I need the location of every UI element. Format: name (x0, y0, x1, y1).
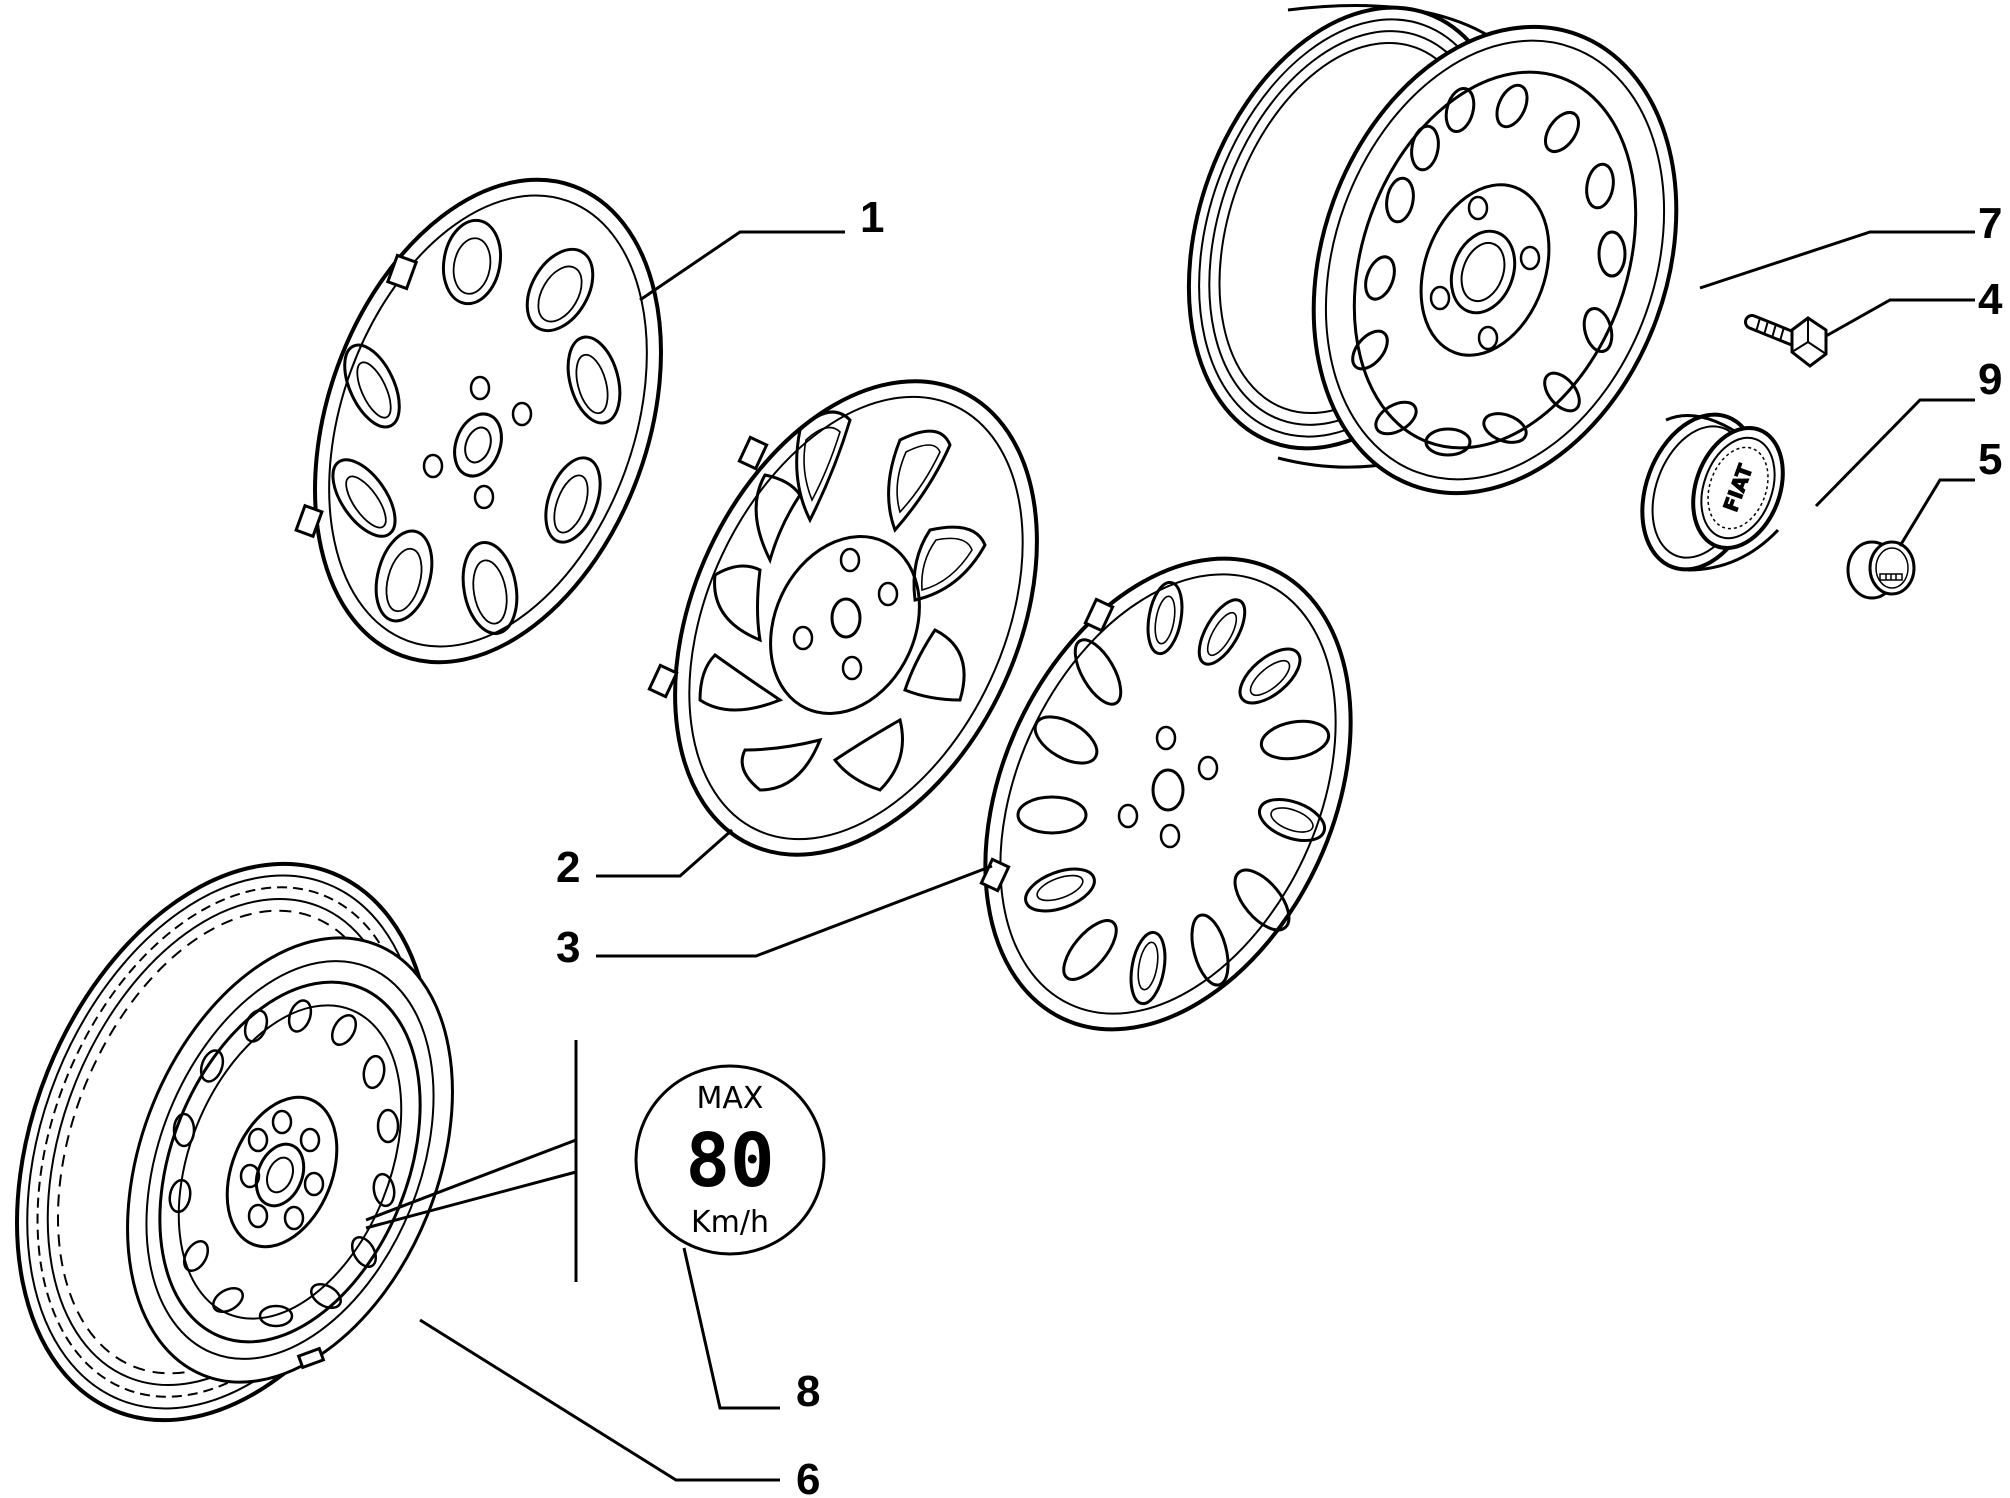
callout-4: 4 (1978, 275, 2003, 324)
wheel-trim-2 (647, 379, 1039, 857)
callout-3: 3 (556, 923, 580, 972)
leader-line-4 (1825, 298, 1975, 338)
callout-9: 9 (1978, 355, 2002, 404)
callout-8: 8 (796, 1367, 820, 1416)
wheel-trim-1 (294, 177, 663, 665)
callout-2: 2 (556, 843, 580, 892)
small-cap-5 (1846, 540, 1916, 600)
speed-sign-unit: Km/h (691, 1205, 769, 1240)
leader-line-6 (419, 1318, 780, 1482)
speed-limit-sticker-8: MAX 80 Km/h (634, 1064, 826, 1256)
leader-line-9 (1814, 398, 1975, 508)
spare-wheel-6 (15, 861, 454, 1423)
steel-wheel-rim-7 (1186, 4, 1679, 496)
speed-sign-max-label: MAX (697, 1081, 764, 1116)
leader-line-5 (1898, 478, 1975, 547)
wheel-bolt-4 (1744, 314, 1828, 368)
center-cap-9: FIAT (1640, 412, 1785, 572)
callout-1: 1 (860, 193, 884, 242)
leader-line-6a (365, 1138, 577, 1222)
callout-numbers: 1 2 3 4 5 6 7 8 9 (556, 193, 2003, 1498)
callout-5: 5 (1978, 435, 2002, 484)
leader-line-8 (682, 1247, 780, 1410)
leader-line-6b (365, 1170, 577, 1230)
callout-6: 6 (796, 1455, 820, 1498)
leader-line-2 (596, 828, 733, 878)
leader-line-7 (1699, 230, 1975, 290)
leader-lines (365, 230, 1975, 1482)
callout-7: 7 (1978, 199, 2002, 248)
leader-line-1 (639, 230, 845, 302)
speed-sign-value: 80 (685, 1118, 774, 1204)
wheel-trim-3 (979, 556, 1353, 1032)
leader-line-3 (596, 864, 993, 958)
